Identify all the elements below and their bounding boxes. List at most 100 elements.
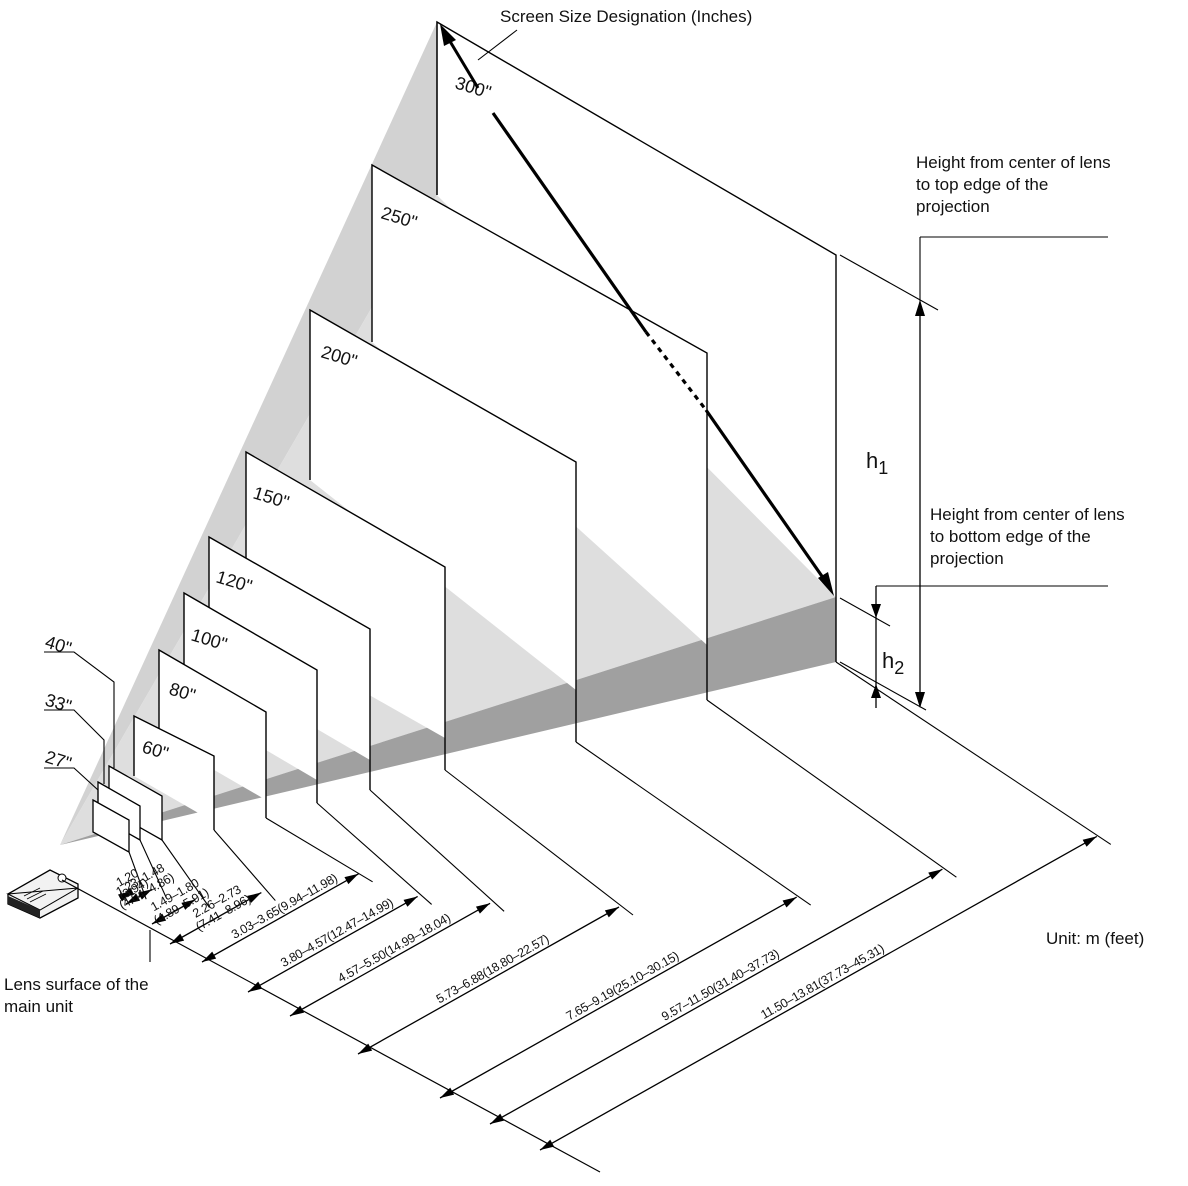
distance-dimension-200: 7.65–9.19(25.10–30.15) — [439, 741, 812, 1099]
extension-line — [265, 817, 373, 883]
dimension-arrowhead — [490, 1113, 505, 1124]
diagonal-arrow-dashed — [644, 331, 708, 411]
h2-arrow-bottom — [871, 684, 881, 698]
extension-line — [161, 839, 210, 908]
baseline-extension — [839, 661, 927, 711]
dimension-line — [439, 896, 798, 1099]
dimension-arrowhead — [247, 892, 262, 903]
title-leader — [477, 29, 518, 61]
screen-200-face — [310, 310, 576, 690]
dimension-arrowhead — [118, 891, 133, 902]
h1-arrow-top — [915, 300, 925, 316]
leader-33 — [44, 709, 105, 784]
distance-baseline — [61, 879, 601, 1173]
distance-dimension-150: 5.73–6.88(18.80–22.57) — [357, 769, 634, 1055]
distance-dimension-250: 9.57–11.50(31.40–37.73) — [489, 699, 957, 1125]
dimension-arrowhead — [170, 933, 185, 944]
dimension-arrowhead — [403, 896, 418, 907]
distance-dimension-300: 11.50–13.81(37.73–45.31) — [539, 661, 1112, 1151]
dimension-arrowhead — [440, 1087, 455, 1098]
extension-line — [128, 851, 147, 900]
dimension-arrowhead — [604, 907, 619, 918]
extension-line — [444, 769, 634, 916]
screen-200 — [309, 308, 577, 742]
screen-60-face — [134, 716, 214, 822]
dimension-arrowhead — [152, 913, 167, 924]
dimension-arrowhead — [290, 1005, 305, 1016]
diagonal-arrow — [440, 24, 834, 596]
screen-250 — [371, 163, 708, 700]
dimension-arrowhead — [126, 893, 141, 904]
dimension-arrowhead — [137, 889, 153, 900]
dimension-arrowhead — [344, 873, 359, 885]
screen-120-frame — [208, 535, 371, 790]
projector-lens — [57, 873, 67, 883]
height-annotations: h1 h2 — [839, 236, 1108, 711]
leader-27 — [44, 767, 99, 802]
dimension-line — [489, 868, 943, 1125]
extension-line — [369, 789, 505, 912]
extension-line — [706, 699, 957, 878]
dimension-line — [201, 873, 359, 963]
leader-40 — [44, 651, 115, 768]
screen-80 — [158, 648, 267, 818]
dimension-line — [289, 902, 491, 1017]
dimension-line — [539, 835, 1098, 1151]
screen-60-frame — [133, 714, 215, 830]
projector-vents — [23, 887, 47, 903]
screen-100-face — [184, 593, 317, 780]
screen-100-frame — [183, 591, 318, 803]
extension-line — [139, 839, 167, 898]
h1-arrow-bottom — [915, 692, 925, 708]
size-label-40: 40" — [43, 632, 74, 659]
screen-100 — [183, 591, 318, 803]
h2-label: h2 — [882, 648, 904, 678]
screen-150-frame — [245, 450, 446, 770]
distance-dimension-100: 3.80–4.57(12.47–14.99) — [247, 802, 433, 993]
dimension-arrowhead — [540, 1139, 555, 1150]
screen-80-frame — [158, 648, 267, 818]
diagram-title: Screen Size Designation (Inches) — [500, 7, 752, 26]
dimension-arrowhead — [358, 1043, 373, 1054]
diagonal-arrow-head-top — [440, 24, 456, 46]
dimension-line — [169, 891, 262, 945]
size-label-33: 33" — [43, 690, 74, 717]
dimension-line — [247, 895, 418, 993]
h1-label: h1 — [866, 448, 888, 478]
size-label-27: 27" — [43, 747, 74, 774]
beam-upper-face — [60, 22, 437, 845]
dimension-line — [357, 906, 620, 1055]
dimension-arrowhead — [248, 981, 263, 992]
h2-arrow-top — [871, 604, 881, 618]
distance-label: 5.73–6.88(18.80–22.57) — [434, 932, 552, 1007]
dimension-arrowhead — [181, 899, 196, 910]
screen-120-face — [209, 537, 370, 760]
dimension-arrowhead — [475, 903, 491, 914]
extension-line — [316, 802, 433, 905]
h2-top-extension — [839, 597, 891, 627]
dimension-arrowhead — [782, 897, 797, 908]
screen-80-face — [159, 650, 266, 800]
h1-top-extension — [839, 254, 939, 311]
screen-200-frame — [309, 308, 577, 742]
dimension-arrowhead — [202, 951, 217, 962]
extension-line — [213, 829, 276, 901]
unit-label: Unit: m (feet) — [1046, 929, 1144, 948]
diagonal-arrow-line-upper — [491, 112, 648, 333]
screen-120 — [208, 535, 371, 790]
diagonal-arrow-head-segment — [446, 37, 480, 89]
screen-250-face — [372, 165, 707, 645]
diagonal-arrow-line-lower — [704, 409, 828, 583]
projector — [6, 869, 79, 919]
diagonal-arrow-head-bottom — [818, 572, 834, 596]
extension-line — [835, 661, 1112, 845]
screen-60 — [133, 714, 215, 830]
projector-side — [8, 896, 40, 918]
screen-250-frame — [371, 163, 708, 700]
screen-150 — [245, 450, 446, 770]
